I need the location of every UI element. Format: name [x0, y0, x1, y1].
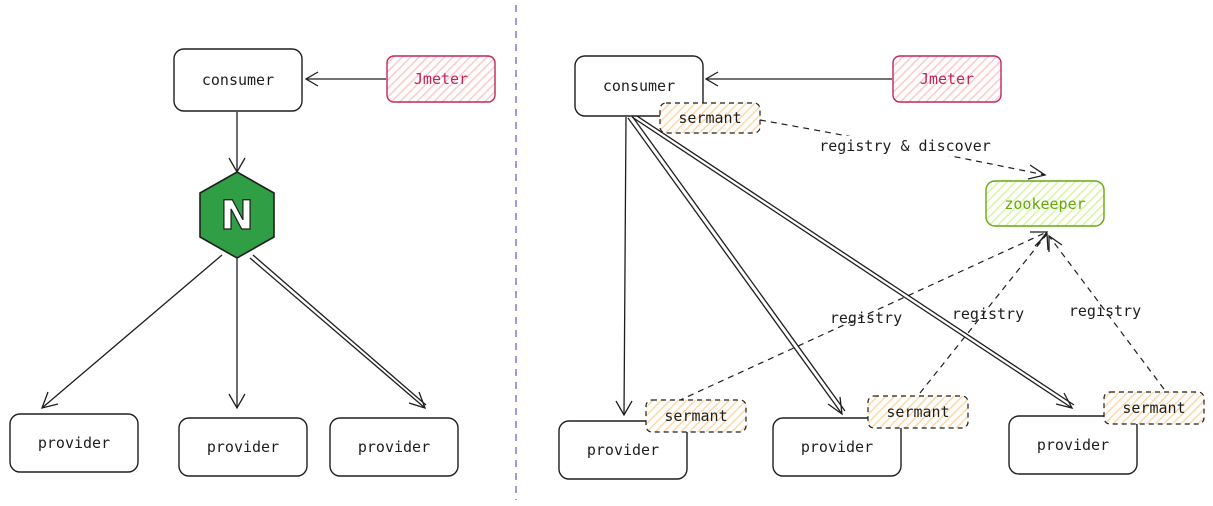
right-jmeter-node: Jmeter: [892, 55, 1002, 103]
right-consumer-to-provider-2-arrow-double: [631, 115, 846, 412]
left-nginx-to-provider-3-arrow-double: [252, 254, 427, 406]
left-consumer-node: consumer: [173, 48, 303, 112]
nginx-letter: N: [220, 193, 253, 239]
right-provider-1-label: provider: [587, 441, 659, 459]
registry-arrowhead-3: [1048, 234, 1063, 252]
left-provider-2-node: provider: [178, 417, 308, 477]
right-provider-3-node: provider: [1008, 415, 1138, 475]
left-provider-3-arrowhead: [408, 391, 427, 410]
right-provider-3-sermant-label: sermant: [1122, 399, 1185, 417]
right-consumer-to-provider-3-arrow-double: [633, 113, 1075, 406]
right-provider-3-label: provider: [1037, 436, 1109, 454]
right-provider-2-sermant-label: sermant: [886, 403, 949, 421]
left-jmeter-label: Jmeter: [414, 70, 468, 88]
right-consumer-label: consumer: [603, 77, 675, 95]
right-consumer-sermant-label: sermant: [678, 109, 741, 127]
left-nginx-to-provider-1-arrow: [41, 254, 223, 409]
registry-dashed-arrow-3: [1048, 235, 1165, 390]
right-consumer-to-provider-2-arrow: [627, 117, 843, 415]
right-consumer-sermant-node: sermant: [659, 102, 761, 134]
left-jmeter-arrowhead: [304, 71, 319, 87]
right-provider-1-node: provider: [558, 420, 688, 480]
right-provider-2-arrowhead: [827, 396, 843, 416]
right-provider-1-sermant-label: sermant: [664, 407, 727, 425]
left-nginx-to-provider-3-arrow: [249, 257, 426, 409]
right-consumer-to-provider-1-arrow: [623, 116, 627, 416]
registry-label-2: registry: [952, 305, 1024, 323]
discover-arrowhead: [1027, 164, 1047, 180]
right-consumer-node: consumer: [574, 55, 704, 117]
left-provider-1-node: provider: [9, 413, 139, 473]
registry-arrowhead-2: [1034, 232, 1049, 251]
right-provider-2-label: provider: [801, 438, 873, 456]
left-consumer-label: consumer: [202, 71, 274, 89]
registry-dashed-arrow-2: [919, 233, 1048, 394]
registry-label-3: registry: [1069, 302, 1141, 320]
left-provider-3-node: provider: [329, 417, 459, 477]
left-provider-1-label: provider: [38, 434, 110, 452]
right-jmeter-label: Jmeter: [920, 70, 974, 88]
zookeeper-label: zookeeper: [1004, 195, 1085, 213]
left-provider-2-arrowhead: [228, 393, 246, 410]
discover-label: registry & discover: [819, 137, 991, 155]
left-edges: [40, 71, 427, 410]
discover-label-bg: [812, 136, 1000, 156]
left-provider-3-label: provider: [358, 438, 430, 456]
right-consumer-to-provider-3-arrow: [631, 116, 1073, 409]
right-provider-2-sermant-node: sermant: [867, 395, 969, 429]
right-provider-2-node: provider: [772, 417, 902, 477]
left-provider-1-arrowhead: [40, 391, 59, 409]
registry-dashed-arrow-1: [677, 231, 1048, 402]
right-provider-3-sermant-node: sermant: [1103, 391, 1205, 425]
right-jmeter-arrowhead: [704, 71, 719, 87]
nginx-icon: [199, 171, 275, 259]
right-provider-3-arrowhead: [1055, 392, 1074, 409]
right-provider-1-sermant-node: sermant: [645, 399, 747, 433]
left-jmeter-node: Jmeter: [386, 55, 496, 103]
left-provider-2-label: provider: [207, 438, 279, 456]
registry-label-1: registry: [830, 309, 902, 327]
right-edges: [615, 71, 1165, 417]
zookeeper-node: zookeeper: [985, 180, 1105, 227]
nginx-node: N: [199, 171, 275, 259]
right-provider-1-arrowhead: [615, 400, 633, 417]
